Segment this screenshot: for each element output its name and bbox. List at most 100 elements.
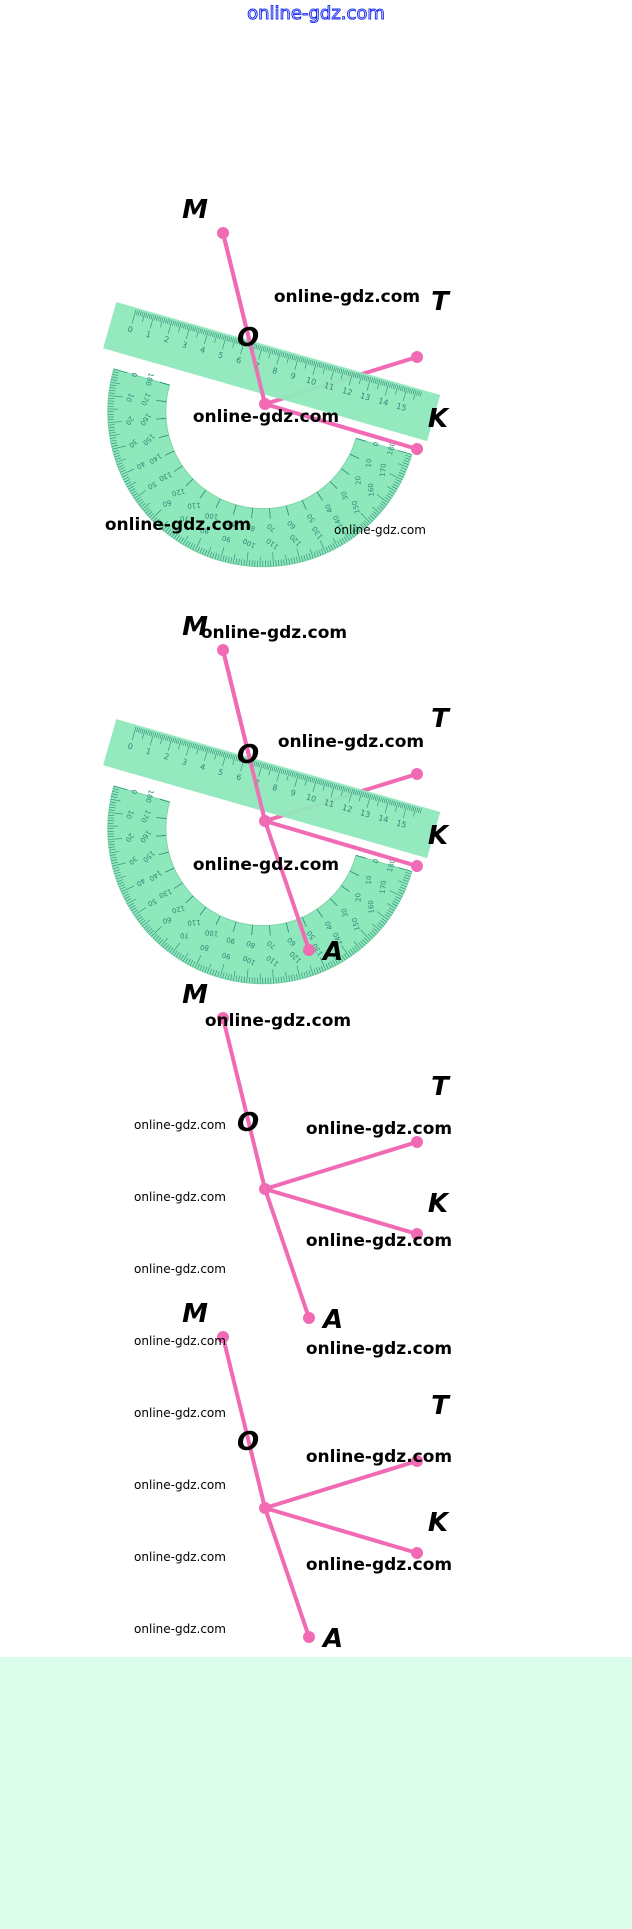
protractor-tick <box>262 560 264 567</box>
ruler-tick <box>221 751 224 757</box>
protractor-inner-tick <box>159 798 170 803</box>
ruler-tick <box>190 325 193 331</box>
protractor-tick <box>107 820 115 822</box>
ruler-tick <box>320 363 323 369</box>
protractor-inner-tick <box>251 508 254 519</box>
ruler-tick <box>149 731 155 746</box>
protractor-tick <box>402 879 409 882</box>
ruler-tick <box>280 351 283 357</box>
ruler-tick <box>174 738 177 744</box>
protractor-tick <box>238 558 240 565</box>
protractor-outer-number: 30 <box>127 437 139 449</box>
ruler-number: 14 <box>377 813 389 824</box>
protractor-outer-number: 170 <box>379 463 388 477</box>
protractor-tick <box>109 434 120 437</box>
ruler-tick <box>235 338 238 344</box>
site-link[interactable]: online-gdz.com <box>247 3 386 25</box>
protractor-tick <box>394 481 400 485</box>
protractor-tick <box>278 976 280 983</box>
ruler-tick <box>199 745 202 751</box>
ruler-tick <box>358 374 363 385</box>
protractor-tick <box>131 490 137 495</box>
protractor-tick <box>132 909 138 914</box>
protractor-tick <box>267 977 269 984</box>
ruler-tick <box>154 732 157 738</box>
protractor-tick <box>151 509 162 520</box>
ruler-tick <box>219 751 222 757</box>
protractor-tick <box>388 490 395 495</box>
protractor-inner-number: 40 <box>324 920 335 931</box>
protractor-tick <box>360 512 371 524</box>
protractor-inner-number: 100 <box>205 511 219 520</box>
ruler-tick <box>340 785 343 791</box>
protractor-tick <box>257 977 258 984</box>
protractor-tick <box>404 874 411 877</box>
protractor-tick <box>160 520 168 529</box>
protractor-tick <box>169 530 174 536</box>
protractor-tick <box>110 381 121 385</box>
protractor-tick <box>182 535 189 545</box>
ruler-tick <box>412 806 415 812</box>
protractor-tick <box>128 485 134 490</box>
protractor-tick <box>201 965 205 972</box>
protractor-tick <box>192 544 196 550</box>
protractor-tick <box>384 913 390 918</box>
watermark: online-gdz.com <box>274 287 420 307</box>
ruler-tick <box>214 750 218 760</box>
ruler-tick <box>264 347 267 352</box>
protractor-tick <box>189 960 194 966</box>
ruler-tick <box>177 322 180 328</box>
ruler-tick <box>262 763 265 769</box>
protractor-inner-number: 120 <box>171 486 186 497</box>
point-K <box>411 860 423 872</box>
ruler-tick <box>160 317 164 328</box>
ruler-tick <box>193 743 196 749</box>
protractor-inner-tick <box>251 925 254 936</box>
ruler-tick <box>232 755 236 765</box>
label-T: T <box>431 1391 451 1421</box>
ruler-tick <box>212 748 214 754</box>
protractor-inner-number: 20 <box>354 476 363 485</box>
protractor-tick <box>369 931 375 937</box>
ruler-number: 2 <box>163 335 170 345</box>
protractor-inner-tick <box>199 906 207 916</box>
ruler-tick <box>253 760 256 766</box>
protractor-tick <box>199 964 203 971</box>
ruler-tick <box>231 337 234 343</box>
watermark: online-gdz.com <box>205 1011 351 1031</box>
protractor-outer-number: 170 <box>379 880 388 894</box>
protractor-tick <box>111 376 118 379</box>
ruler-tick <box>141 729 146 740</box>
protractor-tick <box>348 950 352 956</box>
ruler-tick <box>192 326 195 332</box>
ruler-tick <box>334 784 337 790</box>
ruler-tick <box>136 727 139 733</box>
protractor-tick <box>380 920 386 925</box>
ruler-number: 15 <box>395 401 407 412</box>
protractor-tick <box>107 828 114 829</box>
protractor-tick <box>194 955 202 969</box>
protractor-tick <box>149 513 155 518</box>
ray-OK <box>263 1187 419 1236</box>
protractor-tick <box>296 556 298 563</box>
protractor-tick <box>230 557 233 564</box>
ruler-tick <box>356 790 359 796</box>
ruler-number: 2 <box>163 752 170 762</box>
ruler-tick <box>327 365 330 371</box>
protractor-tick <box>173 950 178 956</box>
ruler-tick <box>294 356 299 370</box>
protractor-tick <box>214 553 218 560</box>
protractor-tick <box>108 812 123 815</box>
protractor-tick <box>327 545 332 552</box>
protractor-outer-number: 10 <box>124 392 135 404</box>
protractor-tick <box>111 796 118 799</box>
protractor-tick <box>108 814 115 817</box>
protractor-inner-tick <box>159 381 170 386</box>
ruler-tick <box>399 385 402 391</box>
protractor-inner-number: 180 <box>144 789 155 804</box>
protractor-inner-number: 30 <box>340 907 350 918</box>
protractor-outer-number: 0 <box>130 372 139 379</box>
protractor-tick <box>327 962 332 969</box>
ruler-tick <box>384 799 390 813</box>
protractor-tick <box>112 371 119 374</box>
